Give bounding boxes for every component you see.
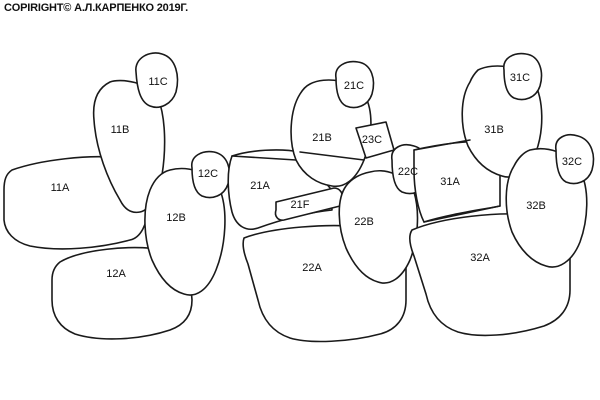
label-21b: 21B bbox=[312, 132, 332, 144]
second-row-divider-line bbox=[299, 151, 365, 161]
label-21c: 21C bbox=[344, 80, 364, 92]
label-11c: 11C bbox=[148, 76, 167, 88]
copyright-notice: COPIRIGHT© А.Л.КАРПЕНКО 2019Г. bbox=[4, 2, 188, 14]
label-31a: 31A bbox=[440, 176, 460, 188]
label-12a: 12A bbox=[106, 268, 126, 280]
label-22b: 22B bbox=[354, 216, 374, 228]
label-12c: 12C bbox=[198, 168, 218, 180]
label-31c: 31C bbox=[510, 72, 530, 84]
label-12b: 12B bbox=[166, 212, 186, 224]
label-11b: 11B bbox=[111, 124, 130, 136]
label-32b: 32B bbox=[526, 200, 546, 212]
third-row-seat-line bbox=[423, 205, 501, 223]
front-seat-2 bbox=[51, 150, 231, 340]
label-11a: 11A bbox=[51, 182, 70, 194]
part-31c[interactable] bbox=[503, 52, 543, 101]
part-21c[interactable] bbox=[335, 60, 375, 109]
second-row-back-line bbox=[231, 155, 297, 161]
label-21a: 21A bbox=[250, 180, 270, 192]
label-32c: 32C bbox=[562, 156, 582, 168]
third-row-back-line bbox=[413, 139, 471, 151]
label-21f: 21F bbox=[291, 199, 310, 211]
second-row bbox=[227, 60, 431, 343]
front-seat-1 bbox=[3, 52, 179, 250]
third-row bbox=[409, 52, 595, 337]
part-32c[interactable] bbox=[555, 134, 595, 185]
part-labels: 11C 11B 11A 12C 12B 12A 21C 21B 23C 21A … bbox=[51, 72, 583, 280]
label-22a: 22A bbox=[302, 262, 322, 274]
label-23c: 23C bbox=[362, 134, 382, 146]
label-22c: 22C bbox=[398, 166, 418, 178]
label-31b: 31B bbox=[484, 124, 504, 136]
label-32a: 32A bbox=[470, 252, 490, 264]
part-11c[interactable] bbox=[135, 52, 179, 108]
